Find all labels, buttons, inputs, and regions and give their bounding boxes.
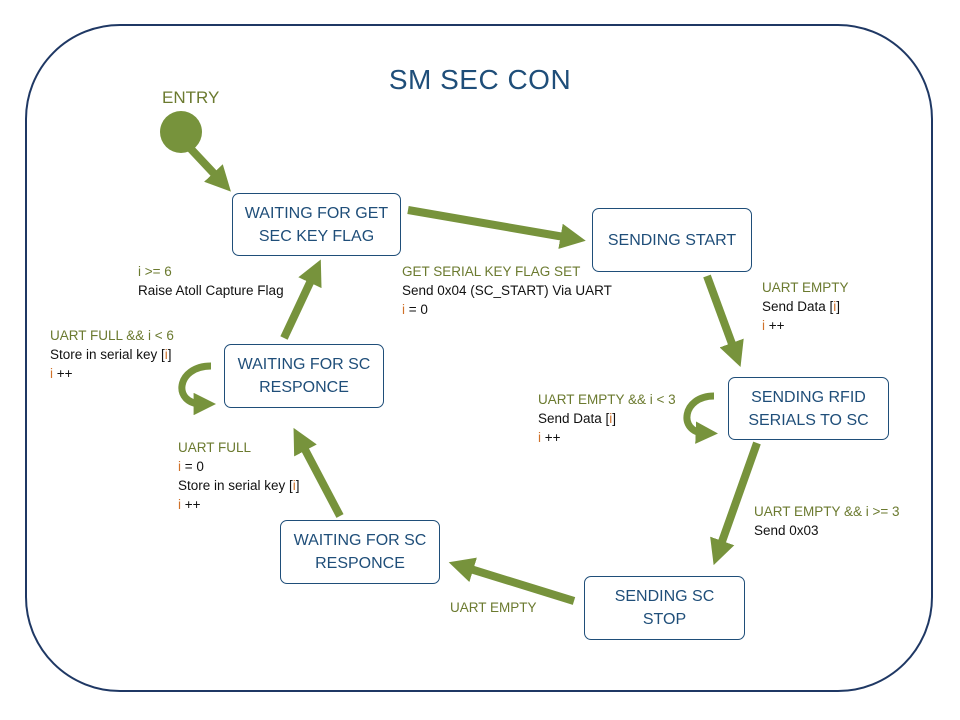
action-end: ]: [836, 299, 841, 314]
arrow-entry-to-waiting-get-sec: [187, 145, 231, 192]
loop-arrow-sending-rfid: [683, 392, 718, 444]
action-text: Send Data [: [762, 299, 834, 314]
arrow-waiting-sc-left-to-waiting-get-sec: [280, 259, 322, 340]
increment-var: i: [50, 366, 53, 381]
action-text: Raise Atoll Capture Flag: [138, 283, 284, 298]
state-waiting-sc-responce-bottom: WAITING FOR SC RESPONCE: [280, 520, 440, 584]
arrow-sending-start-to-sending-rfid: [703, 274, 744, 368]
condition-text: UART EMPTY && i >= 3: [754, 504, 900, 519]
index-var: i: [178, 459, 181, 474]
condition-text: UART FULL: [178, 440, 252, 455]
increment-line: i ++: [762, 316, 849, 335]
action-text: Send Data [: [538, 411, 610, 426]
index-var: i: [833, 299, 837, 314]
increment-line: i ++: [178, 495, 300, 514]
condition-text: UART EMPTY: [450, 600, 537, 615]
condition-text: i >= 6: [138, 264, 172, 279]
annotation-uart-full: UART FULL i = 0 Store in serial key [i] …: [178, 438, 300, 514]
annotation-uart-full-loop: UART FULL && i < 6 Store in serial key […: [50, 326, 174, 383]
action-text: Store in serial key [: [178, 478, 293, 493]
annotation-uart-empty-start: UART EMPTY Send Data [i] i ++: [762, 278, 849, 335]
condition-text: UART FULL && i < 6: [50, 328, 174, 343]
assignment-text: = 0: [181, 459, 204, 474]
action-end: ]: [167, 347, 172, 362]
state-waiting-get-sec-key-flag: WAITING FOR GET SEC KEY FLAG: [232, 193, 401, 256]
state-waiting-sc-responce-left: WAITING FOR SC RESPONCE: [224, 344, 384, 408]
increment-text: ++: [765, 318, 785, 333]
action-text: Send 0x04 (SC_START) Via UART: [402, 283, 612, 298]
index-var: i: [609, 411, 613, 426]
action-line: Send Data [i]: [762, 297, 849, 316]
entry-node: [160, 111, 202, 153]
arrow-sending-stop-to-waiting-sc-bottom: [448, 557, 576, 605]
annotation-get-serial-key: GET SERIAL KEY FLAG SET Send 0x04 (SC_ST…: [402, 262, 612, 319]
arrow-sending-rfid-to-sending-stop: [710, 441, 761, 566]
assignment-text: = 0: [405, 302, 428, 317]
assignment-line: i = 0: [402, 300, 612, 319]
increment-var: i: [178, 497, 181, 512]
index-var: i: [164, 347, 168, 362]
action-text: Send 0x03: [754, 523, 819, 538]
increment-text: ++: [53, 366, 73, 381]
increment-line: i ++: [50, 364, 174, 383]
index-var: i: [402, 302, 405, 317]
state-sending-sc-stop: SENDING SC STOP: [584, 576, 745, 640]
arrow-waiting-get-sec-to-sending-start: [407, 206, 586, 249]
action-line: Store in serial key [i]: [178, 476, 300, 495]
diagram-frame: [25, 24, 933, 692]
action-text: Store in serial key [: [50, 347, 165, 362]
assignment-line: i = 0: [178, 457, 300, 476]
condition-text: GET SERIAL KEY FLAG SET: [402, 264, 581, 279]
action-end: ]: [612, 411, 617, 426]
state-sending-start: SENDING START: [592, 208, 752, 272]
index-var: i: [292, 478, 296, 493]
increment-text: ++: [541, 430, 561, 445]
increment-var: i: [538, 430, 541, 445]
state-sending-rfid-serials: SENDING RFID SERIALS TO SC: [728, 377, 889, 440]
increment-var: i: [762, 318, 765, 333]
action-line: Store in serial key [i]: [50, 345, 174, 364]
condition-text: UART EMPTY: [762, 280, 849, 295]
annotation-i-ge-6: i >= 6 Raise Atoll Capture Flag: [138, 262, 284, 300]
entry-label: ENTRY: [162, 88, 220, 107]
increment-text: ++: [181, 497, 201, 512]
diagram-title: SM SEC CON: [388, 64, 572, 95]
increment-line: i ++: [538, 428, 676, 447]
annotation-stop-to-wait: UART EMPTY: [450, 598, 537, 617]
annotation-rfid-loop: UART EMPTY && i < 3 Send Data [i] i ++: [538, 390, 676, 447]
loop-arrow-waiting-sc-left: [178, 362, 216, 416]
arrow-waiting-sc-bottom-to-waiting-sc-left: [293, 427, 344, 518]
action-end: ]: [295, 478, 300, 493]
condition-text: UART EMPTY && i < 3: [538, 392, 676, 407]
annotation-rfid-to-stop: UART EMPTY && i >= 3 Send 0x03: [754, 502, 900, 540]
action-line: Send Data [i]: [538, 409, 676, 428]
